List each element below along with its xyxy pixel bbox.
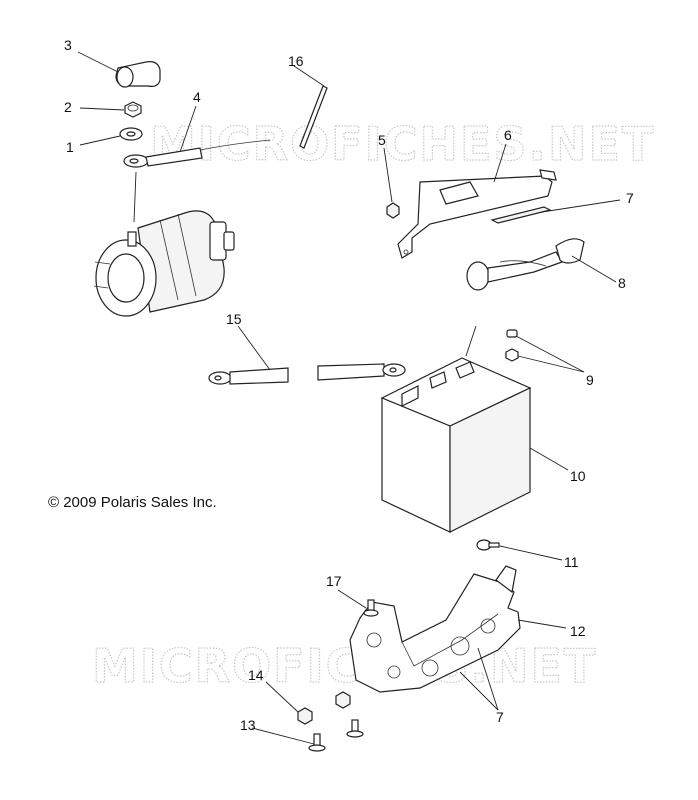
callout-9: 9 bbox=[586, 372, 594, 388]
watermark-top: MICROFICHES.NET bbox=[150, 117, 655, 171]
callout-12: 12 bbox=[570, 623, 586, 639]
part-strap bbox=[299, 85, 328, 149]
part-battery bbox=[380, 357, 532, 533]
watermark-bottom: MICROFICHES.NET bbox=[92, 639, 597, 693]
part-battery-cable bbox=[466, 238, 585, 291]
part-nut-top bbox=[124, 101, 142, 118]
callout-17: 17 bbox=[326, 573, 342, 589]
part-washer bbox=[119, 127, 143, 141]
part-starter-motor bbox=[93, 210, 235, 317]
part-boot-cap bbox=[115, 61, 161, 88]
part-starter-cable bbox=[123, 139, 271, 168]
part-pad-top bbox=[490, 206, 552, 224]
copyright-notice: © 2009 Polaris Sales Inc. bbox=[48, 494, 217, 511]
callout-11: 11 bbox=[564, 554, 579, 570]
leader-lines bbox=[77, 51, 621, 745]
callout-5: 5 bbox=[378, 132, 386, 148]
callout-6: 6 bbox=[504, 127, 512, 143]
callout-14: 14 bbox=[248, 667, 264, 683]
part-screw-11 bbox=[476, 539, 500, 551]
callout-10: 10 bbox=[570, 468, 586, 484]
part-battery-tray bbox=[349, 565, 521, 693]
callout-2: 2 bbox=[64, 99, 72, 115]
part-nut-mid bbox=[386, 202, 400, 219]
callout-7-top: 7 bbox=[626, 190, 634, 206]
part-hold-down-bracket bbox=[397, 169, 557, 259]
callout-4: 4 bbox=[193, 89, 201, 105]
callout-1: 1 bbox=[66, 139, 74, 155]
callout-8: 8 bbox=[618, 275, 626, 291]
callout-3: 3 bbox=[64, 37, 72, 53]
part-screw-nut-pair bbox=[505, 329, 519, 362]
callout-16: 16 bbox=[288, 53, 304, 69]
callout-13: 13 bbox=[240, 717, 256, 733]
part-ground-cable bbox=[208, 363, 406, 385]
part-stud bbox=[363, 599, 379, 617]
part-nut-14 bbox=[297, 691, 351, 725]
part-bolt-13 bbox=[308, 719, 364, 752]
callout-15: 15 bbox=[226, 311, 242, 327]
callout-7-bottom: 7 bbox=[496, 709, 504, 725]
